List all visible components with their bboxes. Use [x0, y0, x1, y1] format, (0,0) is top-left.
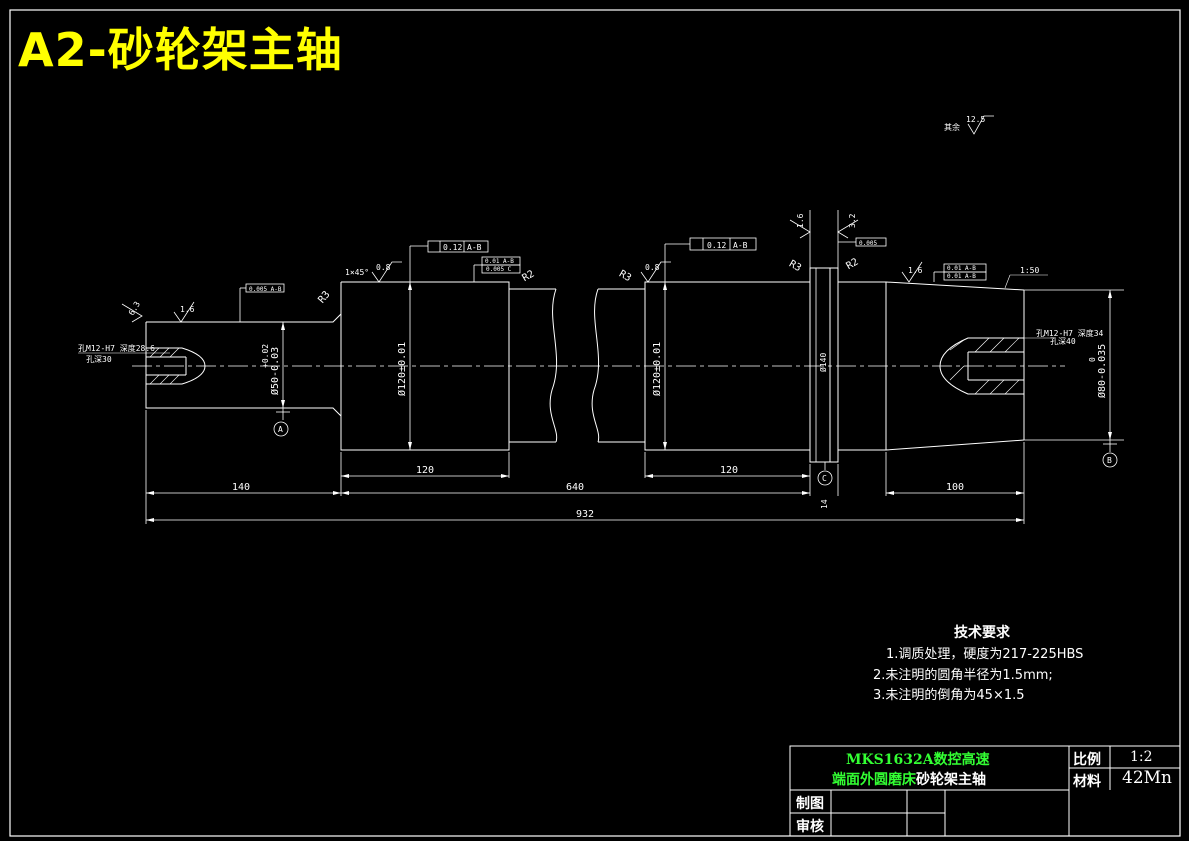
- tech-requirement-item: 1.调质处理，硬度为217-225HBS: [886, 647, 1084, 662]
- roughness-16a: 1.6: [180, 305, 195, 314]
- drawing-border: [9, 9, 1181, 837]
- radius-r2b: R2: [845, 257, 861, 273]
- radius-r2a: R2: [521, 269, 537, 285]
- drawn-label: 制图: [796, 796, 824, 812]
- dim-640: 640: [566, 482, 584, 493]
- surface-note-label: 其余: [944, 122, 960, 132]
- radius-r3c: R3: [787, 259, 803, 275]
- dim-shoulder: Ø140: [818, 353, 828, 372]
- runout1: 0.005 A-B: [249, 286, 282, 293]
- roughness-16c: 1.6: [796, 213, 805, 228]
- roughness-08b: 0.8: [645, 263, 660, 272]
- dim-120a: 120: [416, 465, 434, 476]
- hole-hatching: [149, 337, 1020, 395]
- review-label: 审核: [796, 819, 824, 835]
- datum-markers: [273, 408, 1118, 486]
- runout4: 0.01 A-B: [947, 273, 976, 280]
- title-block-name-white: 砂轮架主轴: [916, 772, 986, 788]
- thread-left-note: 孔M12-H7 深度28.6: [78, 343, 155, 353]
- dim-dia-mid2: Ø120±0.01: [651, 342, 663, 396]
- chamfer-note: 1×45°: [345, 268, 369, 277]
- roughness-symbols: [121, 115, 994, 323]
- title-block-name-line2: 端面外圆磨床砂轮架主轴: [832, 769, 986, 789]
- flatness: 0.005: [859, 240, 877, 247]
- dim-dia-mid1: Ø120±0.01: [396, 342, 408, 396]
- roughness-08a: 0.8: [376, 263, 391, 272]
- roughness-16b: 1.6: [908, 266, 923, 275]
- sym1-ref: A-B: [467, 243, 482, 252]
- perpendicularity: 0.005 C: [486, 266, 512, 273]
- surface-note-value: 12.5: [966, 115, 985, 124]
- dim-932: 932: [576, 509, 594, 520]
- tech-requirement-item: 2.未注明的圆角半径为1.5mm;: [873, 668, 1053, 683]
- dim-140: 140: [232, 482, 250, 493]
- tolerance-frames: [239, 237, 987, 322]
- sym1-value: 0.12: [443, 243, 462, 252]
- datum-b: B: [1107, 456, 1112, 465]
- thread-left-sub: 孔深30: [86, 355, 112, 364]
- title-block-grid: [789, 745, 1181, 837]
- roughness-32: 3.2: [848, 213, 857, 228]
- thread-right-sub: 孔深40: [1050, 337, 1076, 346]
- material-value: 42Mn: [1122, 768, 1172, 788]
- title-block-name-green: 端面外圆磨床: [832, 772, 916, 788]
- title-block-name-line1: MKS1632A数控高速: [846, 752, 990, 768]
- dim-dia-right: Ø80-0.035: [1096, 344, 1108, 398]
- page-title: A2-砂轮架主轴: [18, 23, 343, 77]
- dimension-lines: [145, 210, 1124, 524]
- scale-label: 比例: [1073, 752, 1101, 768]
- taper-note: 1:50: [1020, 266, 1039, 275]
- runout3: 0.01 A-B: [947, 265, 976, 272]
- dim-dia-left: Ø50-0.03: [269, 347, 281, 395]
- dim-120b: 120: [720, 465, 738, 476]
- thread-right-note: 孔M12-H7 深度34: [1036, 328, 1104, 338]
- dim-dia-left-tol: +0.02: [261, 344, 270, 368]
- scale-value: 1:2: [1130, 749, 1153, 765]
- sym2-ref: A-B: [733, 241, 748, 250]
- datum-c: C: [822, 474, 827, 483]
- tech-requirements-heading: 技术要求: [954, 625, 1010, 641]
- sym2-value: 0.12: [707, 241, 726, 250]
- dim-100: 100: [946, 482, 964, 493]
- radius-r3b: R3: [617, 269, 633, 285]
- dim-dia-right-tol: 0: [1088, 357, 1097, 362]
- tech-requirement-item: 3.未注明的倒角为45×1.5: [873, 688, 1025, 703]
- material-label: 材料: [1073, 774, 1101, 790]
- radius-r3a: R3: [316, 289, 332, 305]
- arrowheads: [146, 282, 1112, 522]
- dim-shoulder-w: 14: [820, 499, 829, 509]
- runout2: 0.01 A-B: [485, 258, 514, 265]
- datum-a: A: [278, 425, 283, 434]
